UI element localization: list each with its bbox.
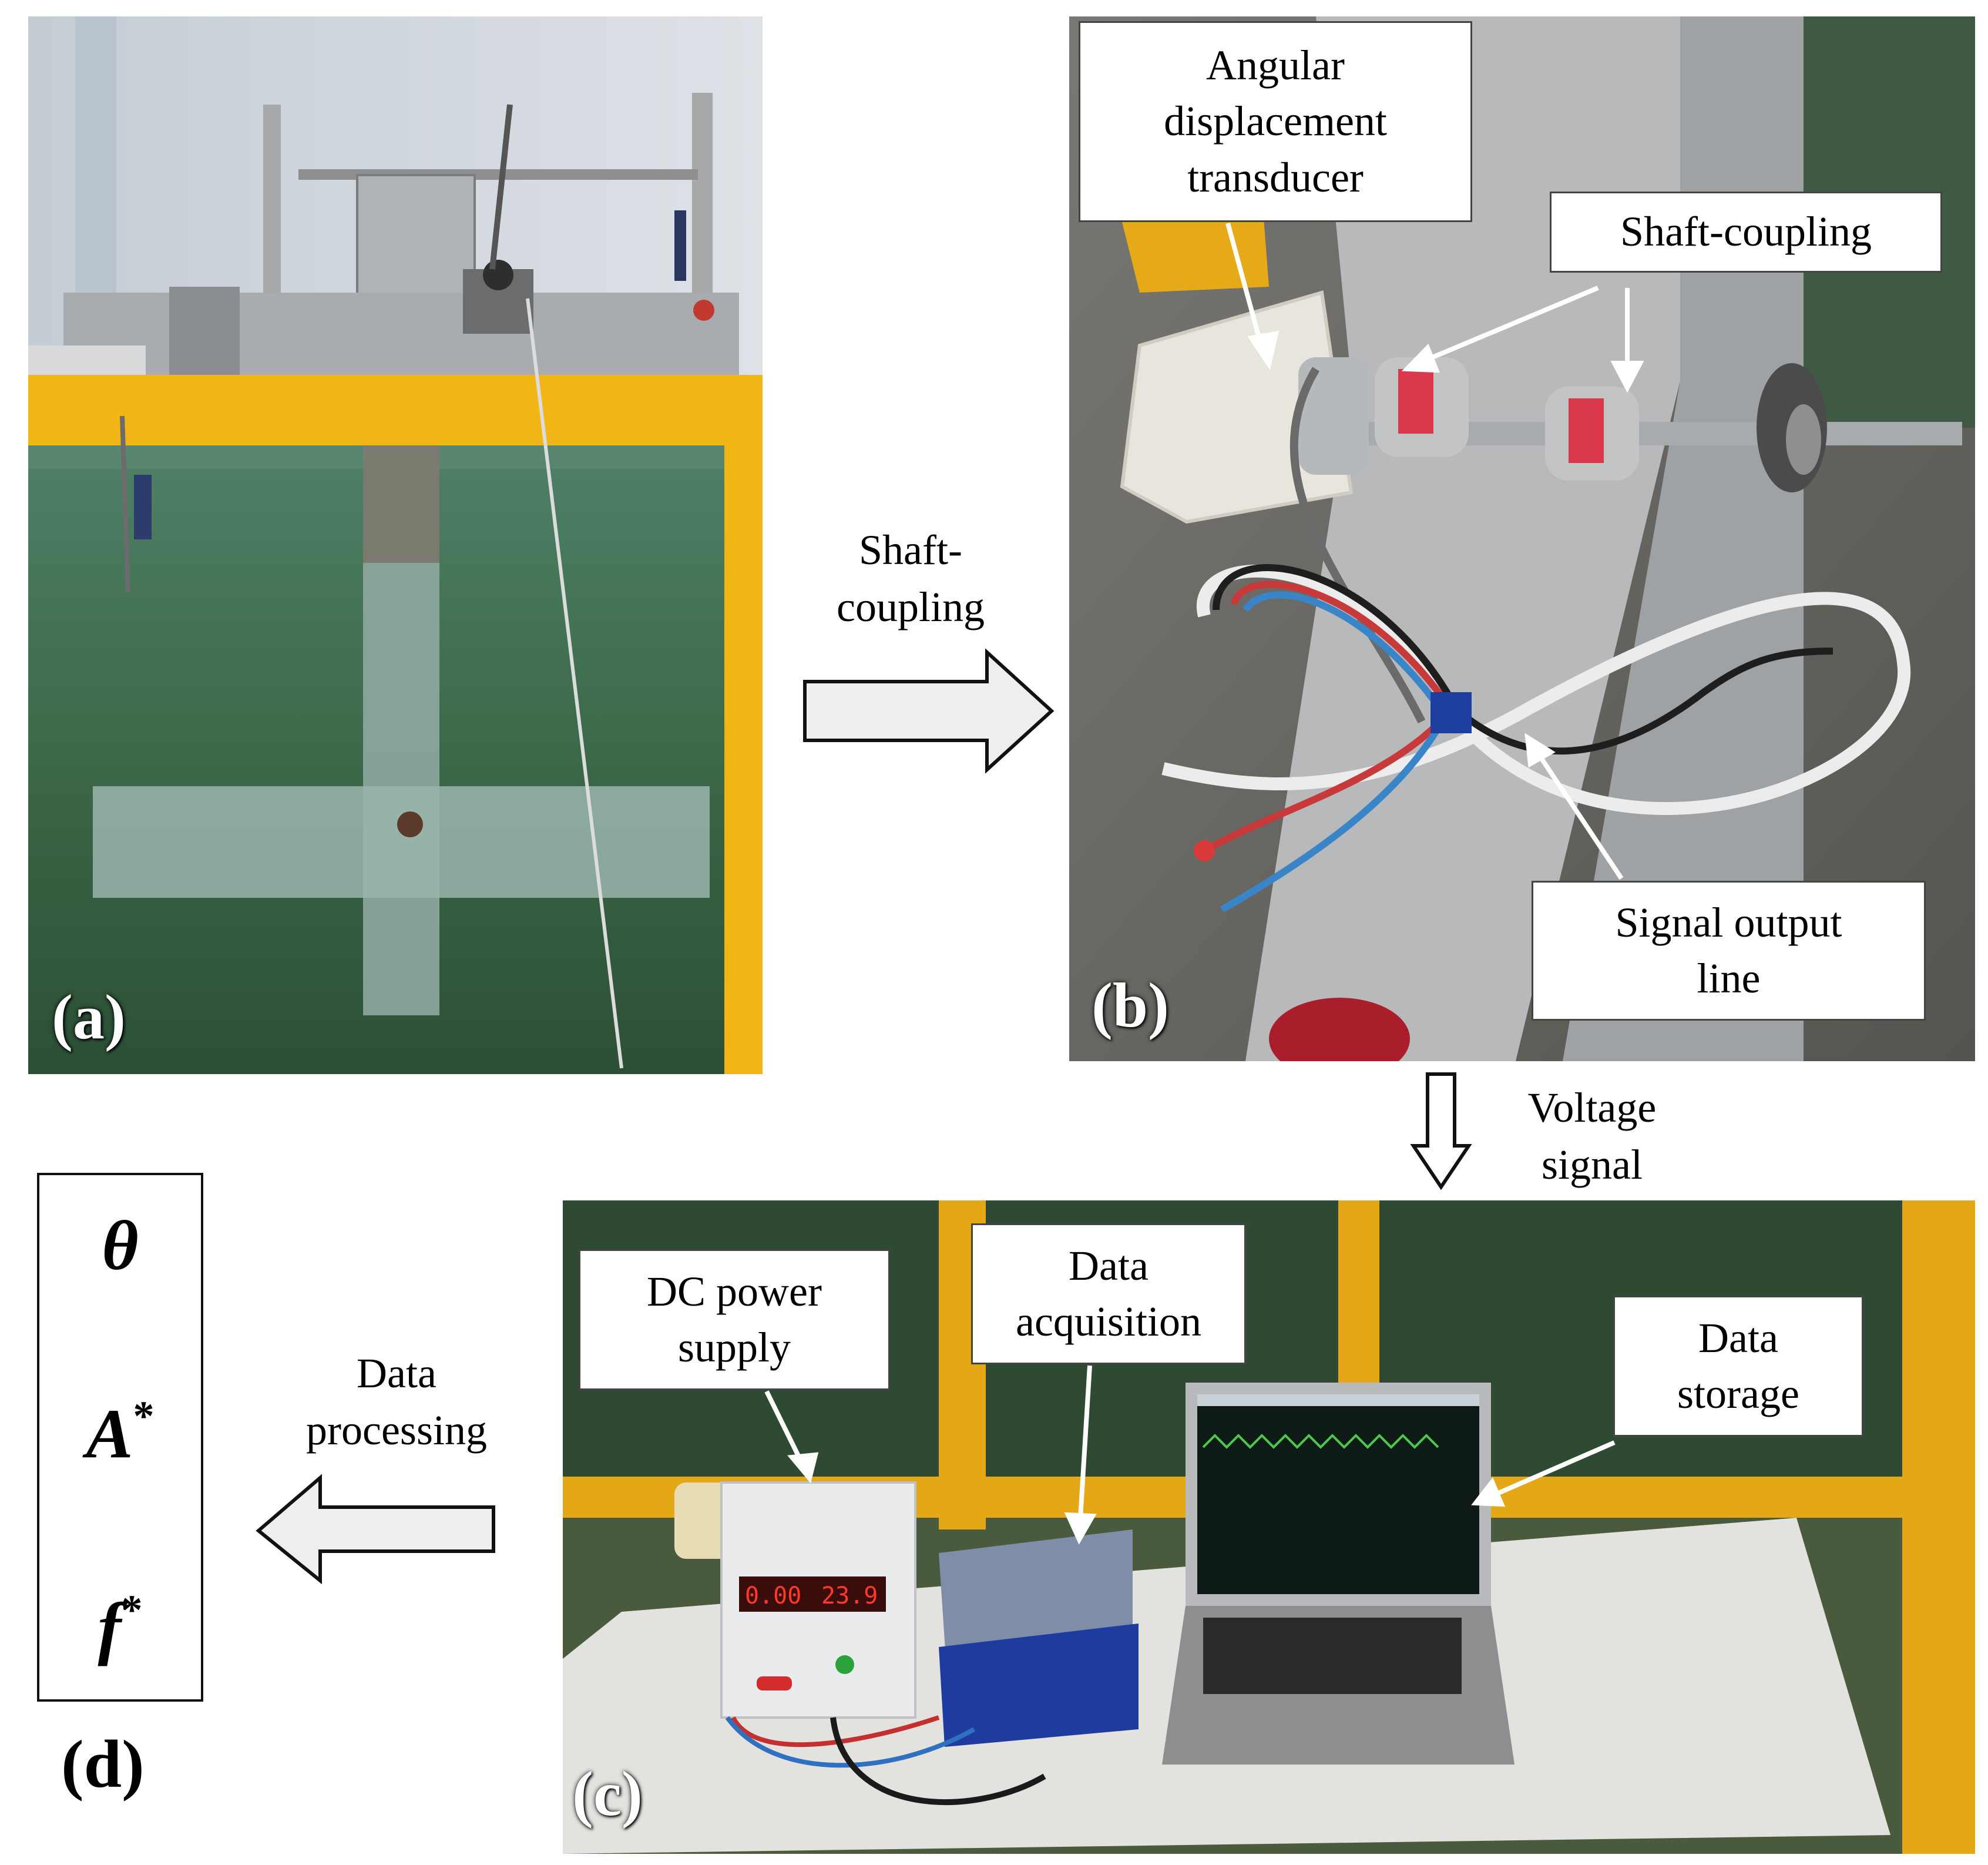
psu-left-readout: 0.00: [745, 1582, 801, 1609]
results-box: θ A* f*: [37, 1173, 203, 1702]
callout-angular-displacement-transducer: Angular displacement transducer: [1079, 21, 1472, 222]
frequency-symbol: f*: [39, 1589, 201, 1663]
callout-data-acquisition: Data acquisition: [971, 1223, 1246, 1364]
psu-right-readout: 23.9: [821, 1582, 878, 1609]
panel-c-label: (c): [572, 1759, 643, 1829]
theta-text: θ: [102, 1206, 139, 1284]
flow-arrow-down: [1410, 1072, 1472, 1190]
callout-shaft-coupling: Shaft-coupling: [1550, 192, 1942, 273]
flow-label-voltage-signal: Voltage signal: [1527, 1084, 1657, 1189]
amplitude-symbol: A*: [39, 1395, 201, 1469]
callout-data-storage: Data storage: [1613, 1296, 1863, 1437]
frequency-superscript: *: [121, 1586, 143, 1633]
theta-symbol: θ: [39, 1210, 201, 1281]
frequency-text: f: [98, 1588, 122, 1666]
amplitude-superscript: *: [133, 1393, 155, 1440]
panel-b-label: (b): [1092, 971, 1169, 1041]
panel-d-label: (d): [61, 1727, 145, 1802]
flow-arrow-left: [256, 1474, 495, 1585]
flow-arrow-right: [803, 648, 1055, 774]
callout-signal-output-line: Signal output line: [1532, 881, 1926, 1021]
flow-label-shaft-coupling: Shaft- coupling: [837, 526, 985, 631]
panel-a-label: (a): [52, 982, 126, 1052]
amplitude-text: A: [86, 1394, 133, 1472]
tank-photo-illustration: [28, 16, 763, 1074]
flow-label-data-processing: Data processing: [306, 1350, 487, 1454]
photo-panel-a: (a): [28, 16, 763, 1074]
callout-dc-power-supply: DC power supply: [579, 1249, 890, 1390]
